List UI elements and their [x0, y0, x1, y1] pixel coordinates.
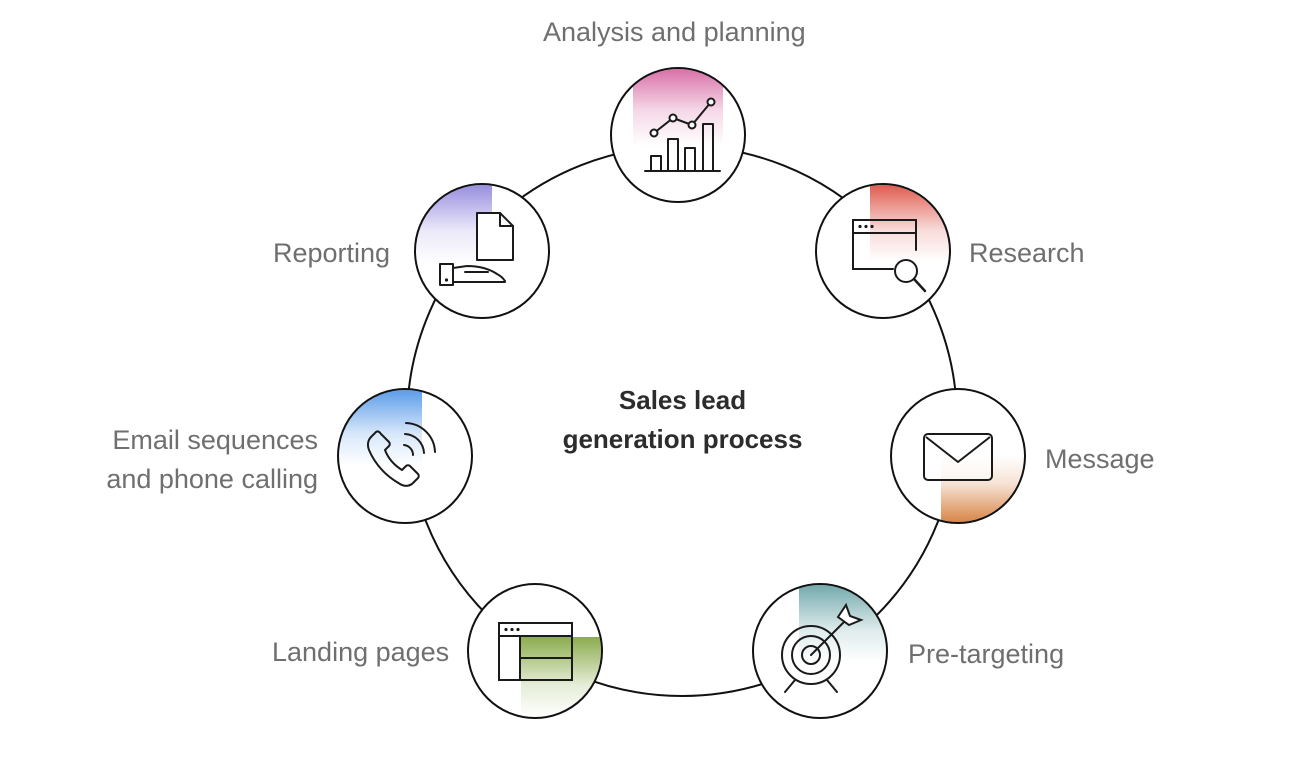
stage-label-pretargeting: Pre-targeting [908, 639, 1065, 669]
browser-search-icon [852, 219, 927, 293]
stage-label-reporting: Reporting [273, 238, 391, 268]
stage-node-analysis [610, 67, 746, 203]
target-icon [781, 602, 864, 693]
stage-node-message [890, 388, 1026, 524]
bar-chart-icon [644, 97, 721, 172]
web-page-layout-icon [498, 622, 573, 681]
center-title-line1: Sales lead [618, 385, 747, 415]
stage-label-research: Research [969, 238, 1085, 268]
envelope-icon [923, 433, 993, 481]
document-hand-icon [439, 212, 514, 286]
stage-node-landing [467, 583, 603, 719]
phone-call-icon [366, 422, 436, 487]
stage-label-message: Message [1045, 444, 1155, 474]
stage-node-pretargeting [752, 583, 888, 719]
stage-label-landing: Landing pages [272, 637, 450, 667]
stage-label-email: Email sequences and phone calling [106, 421, 318, 499]
stage-node-research [815, 183, 951, 319]
center-title-line2: generation process [562, 424, 803, 454]
stage-label-email-line2: and phone calling [106, 464, 318, 494]
stage-label-email-line1: Email sequences [112, 425, 318, 455]
stage-label-analysis: Analysis and planning [543, 17, 806, 47]
center-title: Sales lead generation process [540, 381, 825, 459]
stage-node-reporting [414, 183, 550, 319]
stage-node-email [337, 388, 473, 524]
